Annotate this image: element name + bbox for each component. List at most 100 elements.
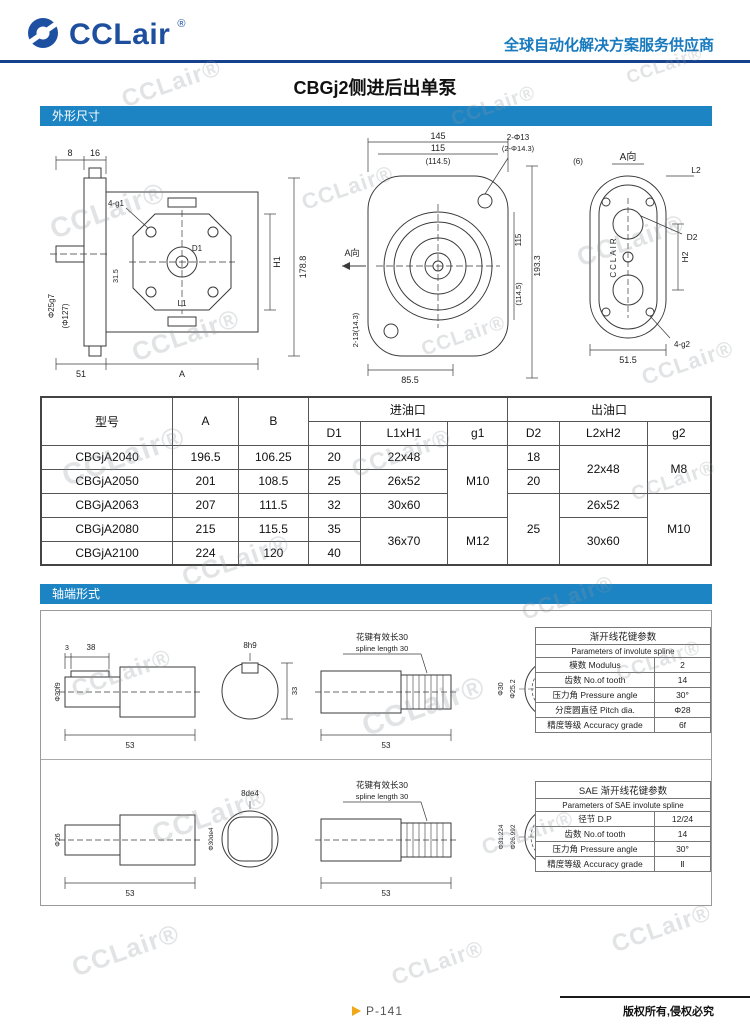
param-value: 6f (654, 717, 711, 733)
dim-h2: H2 (680, 251, 690, 262)
col-header-d2: D2 (507, 420, 560, 446)
spec-row: CBGjA2100 224 120 40 (40, 540, 711, 566)
dim-l2: L2 (691, 165, 701, 175)
dim-145: 145 (430, 131, 445, 141)
rear-view-title: A向 (620, 150, 637, 163)
watermark: CCLair® (67, 917, 184, 983)
spec-cell: 25 (507, 492, 560, 566)
rear-view-drawing: A向 (6) L2 D2 H2 4-g2 51.5 CCLAIR (573, 150, 701, 365)
param-label: 精度等级 Accuracy grade (535, 856, 655, 872)
page-arrow-icon (352, 1006, 361, 1016)
spec-cell: 120 (237, 540, 309, 566)
shaft2-side-drawing: 8de4 Φ26 53 Φ30de4 (55, 789, 279, 898)
dim-3: 3 (65, 645, 69, 652)
dim-114-5-top: (114.5) (426, 157, 451, 166)
label-2-phi14-3: (2-Φ14.3) (502, 144, 535, 153)
spec-cell: 26x52 (558, 492, 648, 518)
dim-53: 53 (382, 889, 391, 898)
col-header-d1: D1 (307, 420, 361, 446)
spec-cell: 224 (172, 540, 239, 566)
spec-header-row-1: 型号 A B 进油口 出油口 (40, 396, 712, 446)
spec-cell: CBGjA2063 (40, 492, 174, 518)
col-header-l2h2: L2xH2 (558, 420, 648, 446)
shaft1-side-drawing: 3 38 8h9 Φ30f9 53 33 (55, 641, 299, 750)
spec-cell: 22x48 (359, 444, 449, 470)
dim-53: 53 (126, 889, 135, 898)
cclair-logo: CCLair ® (24, 12, 185, 58)
col-group-outlet: 出油口 (507, 396, 712, 422)
spec-table-wrap: 型号 A B 进油口 出油口 D1 L1xH1 g1 D2 L2xH2 g2 C (40, 396, 712, 566)
dim-phi25-2: Φ25.2 (510, 679, 517, 698)
col-header-b: B (237, 396, 309, 446)
dim-178-8: 178.8 (298, 256, 308, 279)
logo-text: CCLair (69, 18, 171, 51)
spec-cell: M10 (447, 444, 509, 518)
pump-body-brand-text: CCLAIR (609, 236, 618, 277)
spec-cell: 106.25 (237, 444, 309, 470)
spec-cell: 115.5 (237, 516, 309, 542)
footer-divider (560, 996, 750, 998)
dim-phi30f9: Φ30f9 (55, 682, 62, 701)
dim-a: A (179, 369, 185, 379)
spec-cell: M10 (646, 492, 712, 566)
spec-header-row-2: D1 L1xH1 g1 D2 L2xH2 g2 (41, 420, 712, 446)
dim-phi31-224: Φ31.224 (498, 824, 505, 849)
spec-cell: 18 (507, 444, 560, 470)
param-value: 30° (654, 841, 711, 857)
dim-115-top: 115 (431, 143, 445, 153)
outline-drawings: 8 16 Φ25g7 (Φ127) 4-g1 D1 H1 L1 31.5 178… (40, 128, 712, 392)
table-row: SAE 渐开线花键参数 (535, 781, 711, 799)
param-label: 模数 Modulus (535, 657, 655, 673)
label-4-g2: 4-g2 (674, 340, 691, 349)
col-header-a: A (172, 396, 239, 446)
dim-85-5: 85.5 (401, 375, 419, 385)
side-view-drawing: 8 16 Φ25g7 (Φ127) 4-g1 D1 H1 L1 31.5 178… (47, 148, 308, 379)
param-label: 分度圆直径 Pitch dia. (535, 702, 655, 718)
registered-mark: ® (177, 18, 186, 30)
param-value: Φ28 (654, 702, 711, 718)
spec-row: CBGjA2040 196.5 106.25 20 22x48 M10 18 2… (40, 444, 712, 518)
shaft2-spline-drawing: 花键有效长30 spline length 30 53 (315, 780, 457, 898)
spec-cell: 215 (172, 516, 239, 542)
spec-cell: 201 (172, 468, 239, 494)
dim-193-3: 193.3 (532, 255, 542, 277)
dim-31-5: 31.5 (113, 269, 120, 283)
param-value: 12/24 (654, 811, 711, 827)
spec-cell: 207 (172, 492, 239, 518)
company-tagline: 全球自动化解决方案服务供应商 (503, 37, 714, 54)
spec-table: 型号 A B 进油口 出油口 D1 L1xH1 g1 D2 L2xH2 g2 C (40, 396, 712, 566)
watermark: CCLair® (388, 935, 487, 990)
spline-table-title-en: Parameters of involute spline (535, 644, 711, 658)
dim-shaft-dia: Φ25g7 (47, 293, 56, 318)
dim-phi30de4: Φ30de4 (208, 827, 215, 851)
header-divider (0, 60, 750, 63)
col-header-g1: g1 (447, 420, 509, 446)
param-label: 齿数 No.of tooth (535, 672, 655, 688)
param-value: Ⅱ (654, 856, 711, 872)
dim-6: (6) (573, 157, 583, 166)
spec-row: CBGjA2080 215 115.5 35 36x70 M12 30x60 (40, 516, 711, 566)
spline-table-title-cn: 渐开线花键参数 (535, 627, 711, 645)
col-header-l1h1: L1xH1 (359, 420, 449, 446)
param-label: 精度等级 Accuracy grade (535, 717, 655, 733)
spec-cell: 32 (307, 492, 361, 518)
spec-cell: CBGjA2050 (40, 468, 174, 494)
label-d1: D1 (192, 244, 203, 253)
label-a-direction: A向 (344, 247, 359, 258)
dim-53: 53 (382, 741, 391, 750)
param-value: 30° (654, 687, 711, 703)
spline-table-title-cn: SAE 渐开线花键参数 (535, 781, 711, 799)
table-row: Parameters of involute spline (535, 644, 711, 658)
spec-cell: M8 (646, 444, 712, 494)
dim-h1: H1 (272, 256, 282, 268)
spec-cell: CBGjA2040 (40, 444, 174, 470)
front-view-drawing: 145 115 (114.5) 2-Φ13 (2-Φ14.3) A向 2-13(… (342, 131, 542, 385)
page-number: P-141 (352, 1004, 403, 1018)
label-holes-left: 2-13(14.3) (351, 312, 360, 347)
shaft1-spline-drawing: 花键有效长30 spline length 30 53 (315, 632, 457, 750)
spec-cell: 22x48 (558, 444, 648, 494)
spec-cell: M12 (447, 516, 509, 566)
